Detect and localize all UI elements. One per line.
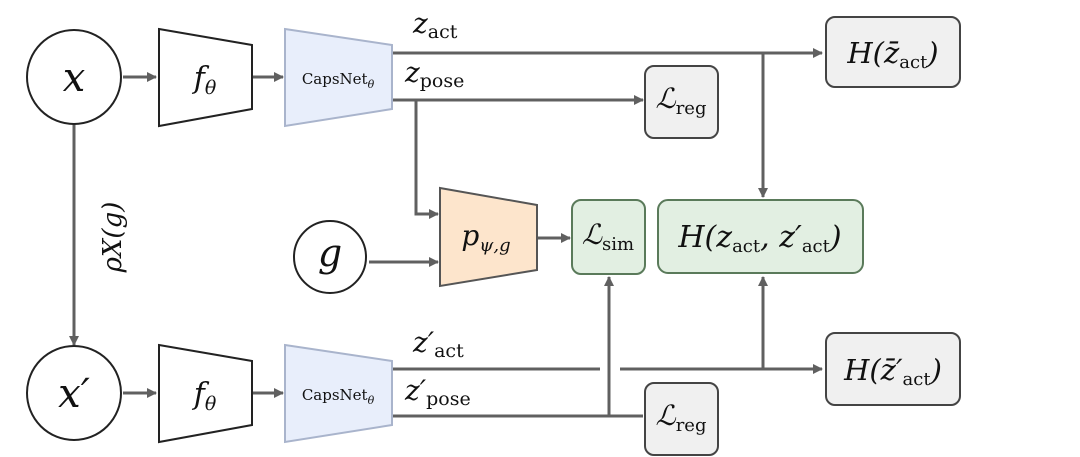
joint-sub-1: act: [732, 236, 761, 257]
latents-z_act_prime-sym: z′: [412, 326, 435, 359]
loss-joint-entropy: H(zact, z′act): [657, 199, 864, 274]
loss-reg-top-symbol: ℒ: [656, 82, 677, 115]
loss-sim-sub: sim: [602, 234, 634, 255]
joint-symbol-1: z: [715, 220, 732, 255]
latents-z_act_prime-sub: act: [434, 340, 464, 362]
loss-sim-symbol: ℒ: [582, 218, 603, 251]
loss-entropy-top: H(z̄act): [825, 16, 961, 88]
svg-text:H(zact, z′act): H(zact, z′act): [677, 220, 841, 257]
node-g: g: [293, 220, 367, 294]
svg-text:ℒsim: ℒsim: [582, 218, 634, 255]
latents-z_pose-sub: pose: [420, 70, 465, 92]
node-x-prime: x′: [26, 345, 122, 441]
capsnet-top-name: CapsNet: [302, 70, 368, 88]
entropy-top-sub: act: [899, 52, 928, 73]
capsnet-top-sub: θ: [368, 78, 375, 91]
svg-text:H(z̄′act): H(z̄′act): [843, 353, 942, 390]
entropy-top-symbol: z̄: [883, 36, 900, 70]
capsnet-top: CapsNetθ: [284, 27, 393, 128]
encoder-f-top-sub: θ: [205, 77, 217, 99]
node-x: x: [26, 29, 122, 125]
capsnet-bottom-sub: θ: [368, 394, 375, 407]
entropy-bottom-pre: H(: [843, 353, 881, 387]
joint-post: ): [829, 220, 842, 255]
arrow-zpose-to-predictor: [414, 100, 439, 219]
latents-z_act-sym: z: [412, 7, 428, 40]
label-z-pose-prime: z′pose: [404, 374, 471, 410]
encoder-f-bottom-sub: θ: [205, 393, 217, 415]
node-x-prime-label: x′: [58, 371, 90, 417]
label-z-act-prime: z′act: [412, 326, 464, 362]
loss-sim: ℒsim: [571, 199, 646, 275]
entropy-bottom-post: ): [930, 353, 942, 387]
svg-text:pψ,g: pψ,g: [461, 219, 510, 256]
latents-z_pose_prime-sub: pose: [426, 388, 471, 410]
latents-z_pose_prime-sym: z′: [404, 374, 427, 407]
node-x-label: x: [63, 55, 86, 101]
loss-reg-bottom-symbol: ℒ: [656, 399, 677, 432]
latents-z_act-sub: act: [428, 21, 458, 43]
joint-mid: ,: [760, 220, 779, 255]
joint-symbol-2: z′: [778, 220, 802, 255]
label-transform-rho: ρX(g): [98, 202, 128, 274]
loss-reg-top-sub: reg: [676, 98, 707, 119]
capsnet-bottom-name: CapsNet: [302, 386, 368, 404]
encoder-f-top: fθ: [158, 27, 253, 128]
entropy-bottom-symbol: z̄′: [880, 353, 903, 387]
capsnet-bottom: CapsNetθ: [284, 343, 393, 444]
label-z-pose: zpose: [404, 56, 464, 92]
svg-text:CapsNetθ: CapsNetθ: [302, 70, 375, 91]
svg-text:ℒreg: ℒreg: [656, 82, 707, 119]
predictor-p: pψ,g: [439, 186, 538, 288]
label-z-act: zact: [412, 7, 458, 43]
node-g-label: g: [318, 231, 342, 275]
svg-text:ℒreg: ℒreg: [656, 399, 707, 436]
loss-entropy-bottom: H(z̄′act): [825, 332, 961, 406]
svg-text:CapsNetθ: CapsNetθ: [302, 386, 375, 407]
entropy-top-pre: H(: [846, 36, 884, 70]
latents-z_pose-sym: z: [404, 56, 420, 89]
entropy-bottom-sub: act: [903, 369, 932, 390]
loss-reg-top: ℒreg: [644, 65, 719, 139]
joint-sub-2: act: [802, 236, 831, 257]
svg-text:H(z̄act): H(z̄act): [846, 36, 938, 73]
loss-reg-bottom-sub: reg: [676, 415, 707, 436]
predictor-sub: ψ,g: [479, 235, 510, 256]
joint-pre: H(: [677, 220, 717, 255]
encoder-f-bottom: fθ: [158, 343, 253, 444]
loss-reg-bottom: ℒreg: [644, 382, 719, 456]
connectors: [69, 48, 823, 418]
predictor-symbol: p: [461, 219, 479, 252]
entropy-top-post: ): [926, 36, 938, 70]
